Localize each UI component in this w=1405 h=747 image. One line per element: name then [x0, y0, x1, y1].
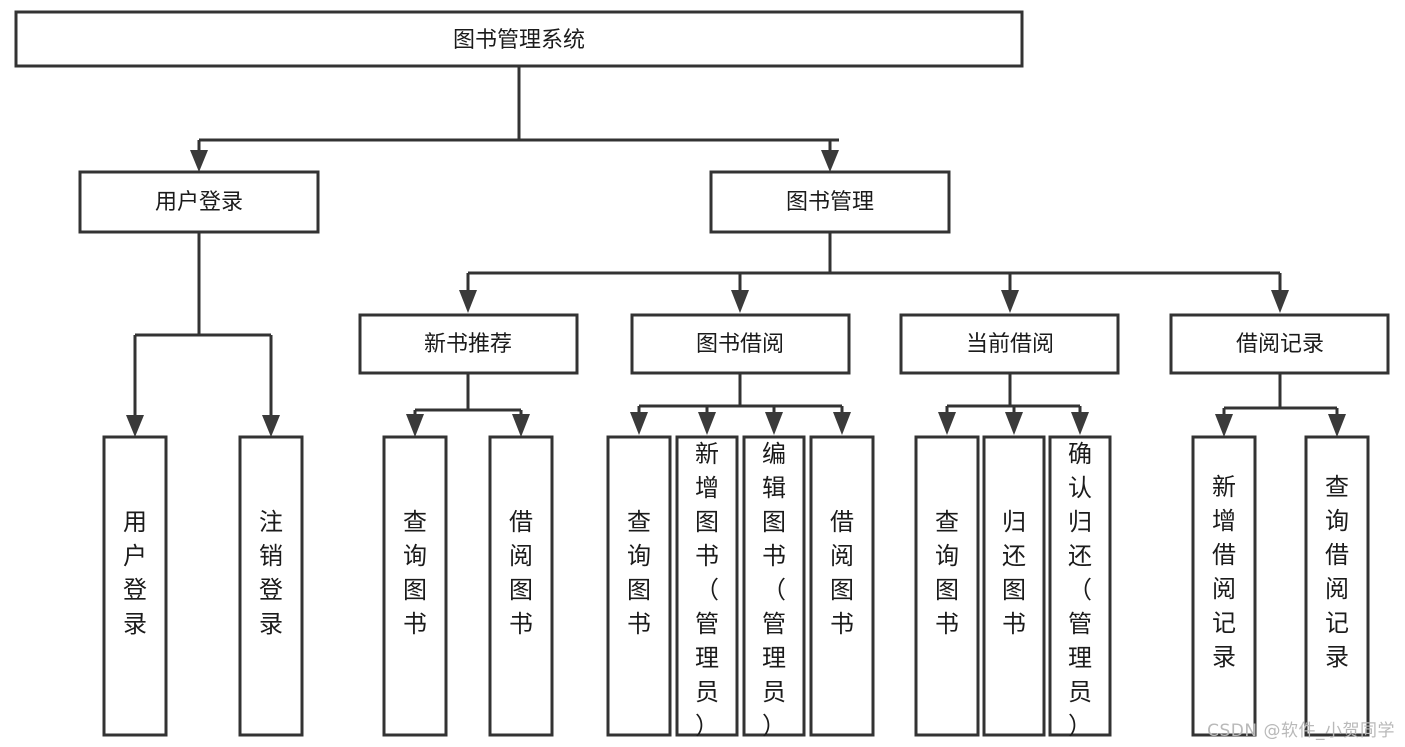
leaf-book-borrow-2[interactable]: 新增图书（管理员） [675, 435, 739, 740]
leaf-new-book-1[interactable]: 查询图书 [382, 435, 448, 737]
leaf-borrow-record-1[interactable]: 新增借阅记录 [1191, 435, 1257, 737]
leaf-new-book-2-label: 借阅图书 [509, 508, 533, 638]
leaf-user-login-2[interactable]: 注销登录 [238, 435, 304, 737]
leaf-book-borrow-1-label: 查询图书 [627, 508, 651, 638]
leaf-book-borrow-4-label: 借阅图书 [830, 508, 854, 638]
leaf-borrow-record-2[interactable]: 查询借阅记录 [1304, 435, 1370, 737]
node-user-login-label: 用户登录 [155, 190, 243, 215]
node-new-book-recommend-label: 新书推荐 [424, 332, 512, 357]
node-borrow-record[interactable]: 借阅记录 [1169, 313, 1390, 375]
leaf-current-borrow-1[interactable]: 查询图书 [914, 435, 980, 737]
leaf-new-book-2[interactable]: 借阅图书 [488, 435, 554, 737]
connector-user-login-to-leaves [126, 232, 280, 437]
leaf-book-borrow-3[interactable]: 编辑图书（管理员） [742, 435, 806, 740]
csdn-watermark: CSDN @软件_小贺同学 [1207, 721, 1395, 741]
leaf-current-borrow-3[interactable]: 确认归还（管理员） [1048, 435, 1112, 740]
connector-current-borrow-to-leaves [938, 373, 1089, 435]
node-book-borrow[interactable]: 图书借阅 [630, 313, 851, 375]
leaf-borrow-record-1-label: 新增借阅记录 [1212, 473, 1236, 671]
leaf-book-borrow-2-label: 新增图书（管理员） [695, 440, 719, 740]
node-root[interactable]: 图书管理系统 [14, 10, 1024, 68]
leaf-book-borrow-3-label: 编辑图书（管理员） [762, 440, 786, 740]
connector-book-borrow-to-leaves [630, 373, 851, 435]
leaf-new-book-1-label: 查询图书 [403, 508, 427, 638]
leaf-current-borrow-2-label: 归还图书 [1002, 508, 1026, 638]
node-user-login[interactable]: 用户登录 [78, 170, 320, 234]
node-book-borrow-label: 图书借阅 [696, 332, 784, 357]
leaf-book-borrow-1[interactable]: 查询图书 [606, 435, 672, 737]
leaf-current-borrow-3-label: 确认归还（管理员） [1068, 440, 1092, 740]
node-current-borrow[interactable]: 当前借阅 [899, 313, 1120, 375]
connector-root-to-level2 [190, 66, 839, 172]
leaf-book-borrow-4[interactable]: 借阅图书 [809, 435, 875, 737]
leaf-user-login-2-label: 注销登录 [259, 508, 283, 638]
leaf-user-login-1[interactable]: 用户登录 [102, 435, 168, 737]
node-new-book-recommend[interactable]: 新书推荐 [358, 313, 579, 375]
node-borrow-record-label: 借阅记录 [1236, 332, 1324, 357]
connector-borrow-record-to-leaves [1215, 373, 1346, 437]
connector-new-book-to-leaves [406, 373, 530, 437]
node-current-borrow-label: 当前借阅 [966, 332, 1054, 357]
leaf-current-borrow-1-label: 查询图书 [935, 508, 959, 638]
node-root-label: 图书管理系统 [453, 28, 585, 53]
node-book-manage-label: 图书管理 [786, 190, 874, 215]
connector-book-manage-to-level3 [459, 232, 1289, 313]
node-book-manage[interactable]: 图书管理 [709, 170, 951, 234]
leaf-current-borrow-2[interactable]: 归还图书 [982, 435, 1046, 737]
leaf-user-login-1-label: 用户登录 [123, 508, 147, 638]
leaf-borrow-record-2-label: 查询借阅记录 [1325, 473, 1349, 671]
